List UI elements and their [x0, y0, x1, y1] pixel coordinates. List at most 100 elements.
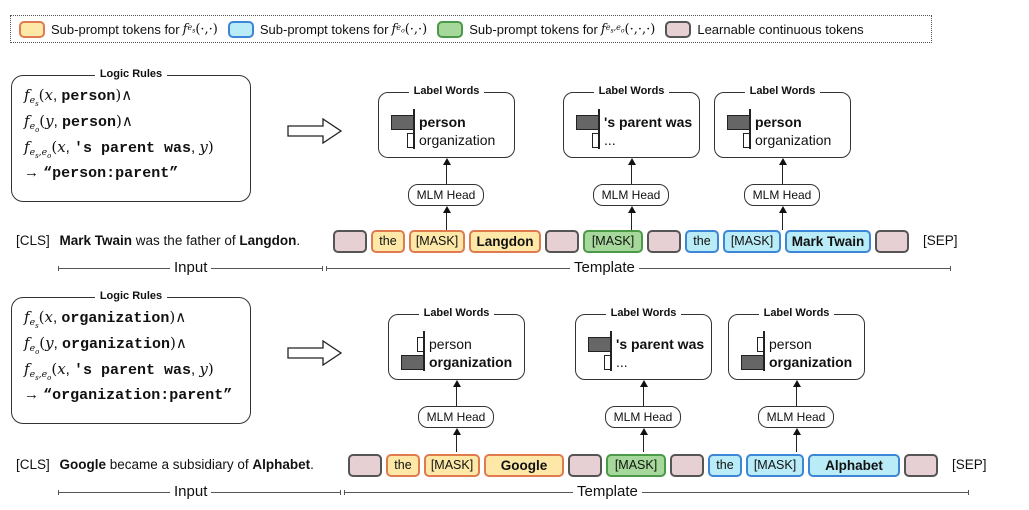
paren: ( — [51, 138, 58, 156]
function-subscript: es — [29, 317, 39, 331]
paren: ) — [207, 360, 214, 378]
function-symbol: f — [24, 360, 30, 378]
label-words-title: Label Words — [389, 307, 524, 319]
legend-args: (·,·) — [404, 21, 428, 37]
arrow-line — [782, 212, 784, 230]
label-words-title: Label Words — [715, 85, 850, 97]
paren: )∧ — [170, 334, 187, 352]
hollow-arrow-icon — [287, 339, 343, 371]
label-word: person — [755, 114, 802, 130]
paren: )∧ — [169, 308, 187, 326]
token-subject: Google — [484, 454, 564, 477]
comma: , — [52, 87, 62, 104]
comma: , — [191, 361, 200, 378]
rule-argument: 's parent was — [74, 362, 192, 379]
probability-bar — [391, 115, 414, 130]
arrow-head — [442, 206, 451, 213]
variable: y — [199, 138, 208, 156]
legend-swatch-learnable — [665, 20, 692, 38]
implies-arrow: → — [24, 164, 44, 181]
bar-axis — [423, 331, 425, 371]
label-word: person — [769, 336, 812, 352]
logic-rules-title: Logic Rules — [12, 290, 250, 302]
probability-bar — [592, 133, 599, 148]
label-words-title: Label Words — [564, 85, 699, 97]
hollow-arrow-icon — [287, 117, 343, 149]
rule-argument: 's parent was — [74, 140, 192, 157]
function-symbol: f — [24, 112, 30, 130]
span-tick — [340, 490, 342, 495]
legend-swatch-relation — [437, 20, 464, 38]
logic-rule-line: feo(y, person)∧ — [24, 112, 133, 134]
token-object: the — [685, 230, 719, 253]
paren: ( — [39, 112, 46, 130]
label-word: ... — [616, 354, 628, 370]
entity-mention: Alphabet — [252, 457, 311, 472]
variable: y — [45, 112, 54, 130]
label-words-title-text: Label Words — [758, 307, 835, 319]
entity-mention: Google — [59, 457, 107, 472]
token-object: [MASK] — [746, 454, 804, 477]
function-subscript: es — [187, 23, 196, 35]
logic-rules-title: Logic Rules — [12, 68, 250, 80]
legend-text: Sub-prompt tokens for — [469, 21, 598, 37]
function-subscript: es,eo — [29, 369, 52, 383]
mlm-head: MLM Head — [758, 406, 834, 428]
function-subscript: eo — [396, 23, 405, 35]
arrow-head — [792, 380, 801, 387]
function-symbol: f — [600, 21, 606, 37]
legend-swatch-subject — [19, 20, 45, 38]
label-words-box: Label Words's parent was... — [575, 307, 712, 380]
arrow-line — [782, 164, 784, 184]
logic-rule-line: fes(x, organization)∧ — [24, 308, 186, 330]
legend-swatch-object — [227, 20, 254, 38]
arrow-line — [643, 386, 645, 406]
probability-bar — [417, 337, 424, 352]
token-object: Mark Twain — [785, 230, 871, 253]
arrow-line — [796, 434, 798, 452]
probability-bar — [604, 355, 611, 370]
arrow-line — [796, 386, 798, 406]
bar-axis — [763, 331, 765, 371]
logic-rules-title-text: Logic Rules — [94, 68, 168, 80]
label-words-title-text: Label Words — [418, 307, 495, 319]
legend-text: Sub-prompt tokens for — [259, 21, 389, 37]
sentence-text: became a subsidiary of — [106, 457, 253, 472]
probability-bar — [588, 337, 611, 352]
token-learnable — [545, 230, 579, 253]
token-subject: the — [386, 454, 420, 477]
function-subscript: es,eo — [29, 147, 52, 161]
token-learnable — [875, 230, 909, 253]
comma: , — [53, 335, 62, 352]
rule-argument: person — [61, 114, 116, 131]
comma: , — [65, 361, 74, 378]
label-words-title-text: Label Words — [408, 85, 485, 97]
arrow-line — [456, 386, 458, 406]
token-subject: [MASK] — [424, 454, 480, 477]
cls-token: [CLS] — [16, 457, 54, 472]
label-words-title-text: Label Words — [593, 85, 670, 97]
probability-bar — [741, 355, 764, 370]
span-tick — [322, 266, 324, 271]
sentence-text: was the father of — [132, 233, 240, 248]
legend-text: Learnable continuous tokens — [697, 21, 864, 37]
label-word: organization — [429, 354, 513, 370]
sentence-text: . — [296, 233, 301, 248]
cls-token: [CLS] — [16, 233, 54, 248]
rule-argument: organization — [61, 336, 170, 353]
logic-rules-title-text: Logic Rules — [94, 290, 168, 302]
paren: ( — [39, 334, 46, 352]
arrow-head — [442, 158, 451, 165]
template-label: Template — [570, 259, 639, 276]
function-subscript: es — [29, 95, 39, 109]
function-symbol: f — [391, 21, 397, 37]
token-learnable — [348, 454, 382, 477]
span-tick — [58, 490, 60, 495]
logic-rule-line: fes,eo(x, 's parent was, y) — [24, 360, 214, 382]
implies-arrow: → — [24, 386, 44, 403]
input-label: Input — [170, 259, 212, 276]
